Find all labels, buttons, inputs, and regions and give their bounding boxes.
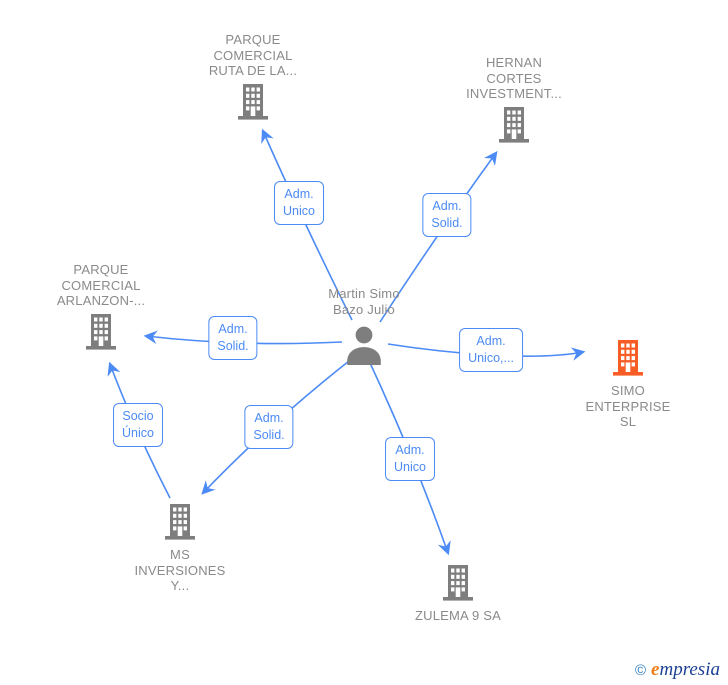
node-company-ms-inversiones[interactable]: MS INVERSIONES Y...: [105, 502, 255, 594]
person-icon: [343, 324, 385, 366]
company-name: PARQUE COMERCIAL RUTA DE LA...: [208, 32, 298, 78]
node-person-martin-simo[interactable]: Martin Simo Bazo Julio: [289, 286, 439, 366]
edge-label-adm-solid-ms: Adm. Solid.: [244, 405, 294, 449]
edge-label-adm-solid-hernan: Adm. Solid.: [422, 193, 472, 237]
company-name: ZULEMA 9 SA: [414, 608, 501, 623]
person-name: Martin Simo Bazo Julio: [328, 286, 400, 317]
node-company-simo-enterprise[interactable]: SIMO ENTERPRISE SL: [553, 338, 703, 430]
building-icon: [161, 502, 199, 542]
node-company-zulema[interactable]: ZULEMA 9 SA: [383, 563, 533, 624]
edge-label-adm-unico-zulema: Adm. Unico: [385, 437, 435, 481]
node-company-parque-arlanzon[interactable]: PARQUE COMERCIAL ARLANZON-...: [26, 262, 176, 352]
brand-letter-e: e: [651, 659, 660, 680]
copyright-icon: ©: [634, 662, 647, 679]
building-icon: [495, 105, 533, 145]
edge-label-adm-solid-arlanzon: Adm. Solid.: [208, 316, 258, 360]
building-icon: [82, 312, 120, 352]
node-company-parque-ruta[interactable]: PARQUE COMERCIAL RUTA DE LA...: [178, 32, 328, 122]
edge-label-adm-unico-simo: Adm. Unico,...: [459, 328, 523, 372]
node-company-hernan-cortes[interactable]: HERNAN CORTES INVESTMENT...: [439, 55, 589, 145]
company-name: PARQUE COMERCIAL ARLANZON-...: [56, 262, 146, 308]
brand-wordmark: empresia: [651, 660, 720, 679]
company-name: MS INVERSIONES Y...: [134, 547, 226, 593]
empresia-logo[interactable]: © empresia: [635, 660, 720, 679]
brand-rest: mpresia: [659, 659, 720, 680]
building-icon: [439, 563, 477, 603]
building-icon-highlighted: [609, 338, 647, 378]
company-name: HERNAN CORTES INVESTMENT...: [466, 55, 562, 101]
company-name: SIMO ENTERPRISE SL: [585, 383, 671, 429]
edge-label-socio-unico: Socio Único: [113, 403, 163, 447]
building-icon: [234, 82, 272, 122]
edge-label-adm-unico-ruta: Adm. Unico: [274, 181, 324, 225]
